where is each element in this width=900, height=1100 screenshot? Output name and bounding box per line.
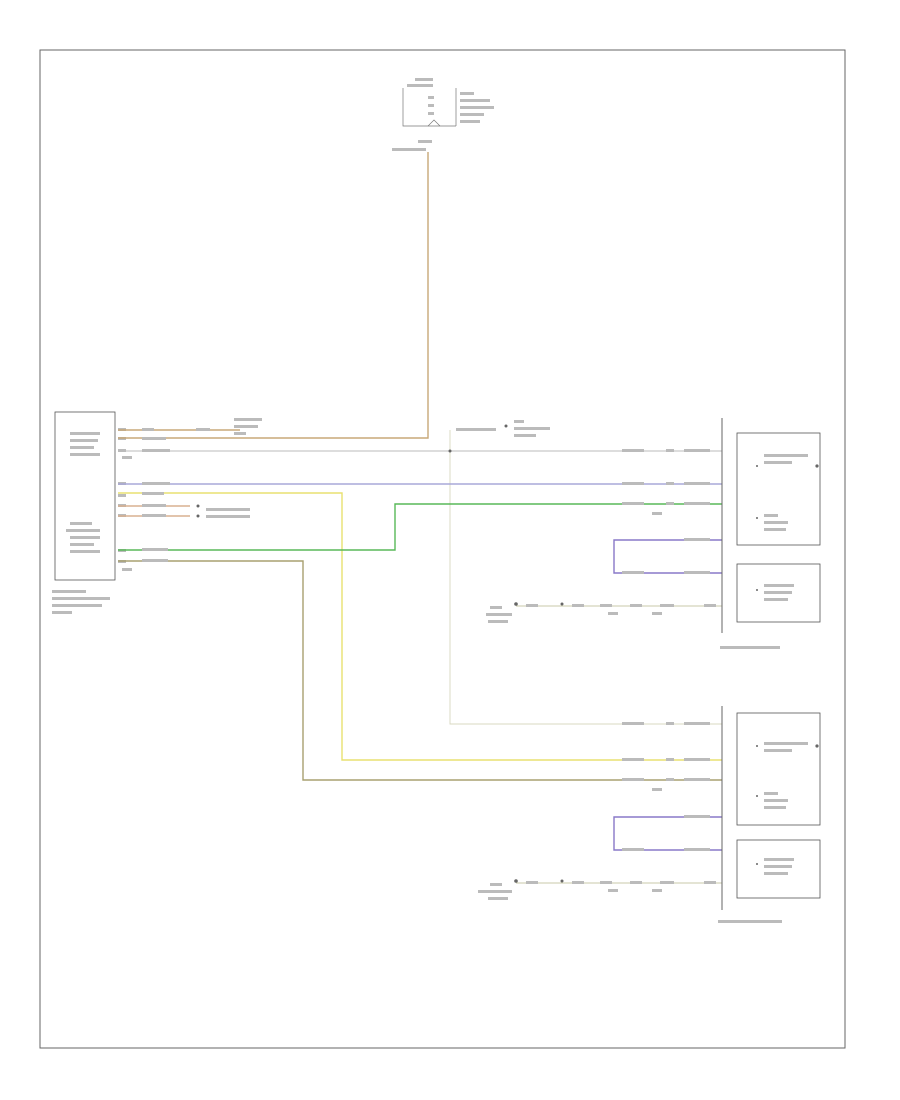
rf-pins	[756, 744, 819, 865]
lf-seat-text	[720, 454, 808, 649]
fuse-symbol	[427, 119, 441, 127]
lf-pins	[756, 464, 819, 591]
ecu-main-module-text	[52, 432, 110, 614]
wire-olive-rf	[118, 560, 722, 781]
wire-violet-lf-loop	[613, 539, 722, 574]
wire-violet-rf-loop	[613, 816, 722, 851]
rf-seat-lower-module	[736, 839, 821, 899]
wire-yellow-rf	[118, 492, 722, 761]
diagram-frame	[39, 49, 846, 1049]
lf-seat-lower-module	[736, 563, 821, 623]
ecu-main-module	[54, 411, 116, 581]
fuse-block-bracket	[402, 88, 457, 127]
ecu-wire-tags	[142, 418, 550, 562]
lf-seat-upper-module	[736, 432, 821, 546]
rf-connector-tags	[478, 722, 716, 900]
rf-seat-text	[718, 742, 808, 923]
wire-tan-feed	[118, 152, 429, 439]
wire-green-lf	[118, 503, 722, 551]
wire-gray-dashed	[449, 451, 722, 725]
pin-dots	[196, 424, 564, 883]
rf-seat-upper-module	[736, 712, 821, 826]
fuse-block-top	[392, 78, 494, 151]
lf-connector-tags	[486, 449, 716, 623]
